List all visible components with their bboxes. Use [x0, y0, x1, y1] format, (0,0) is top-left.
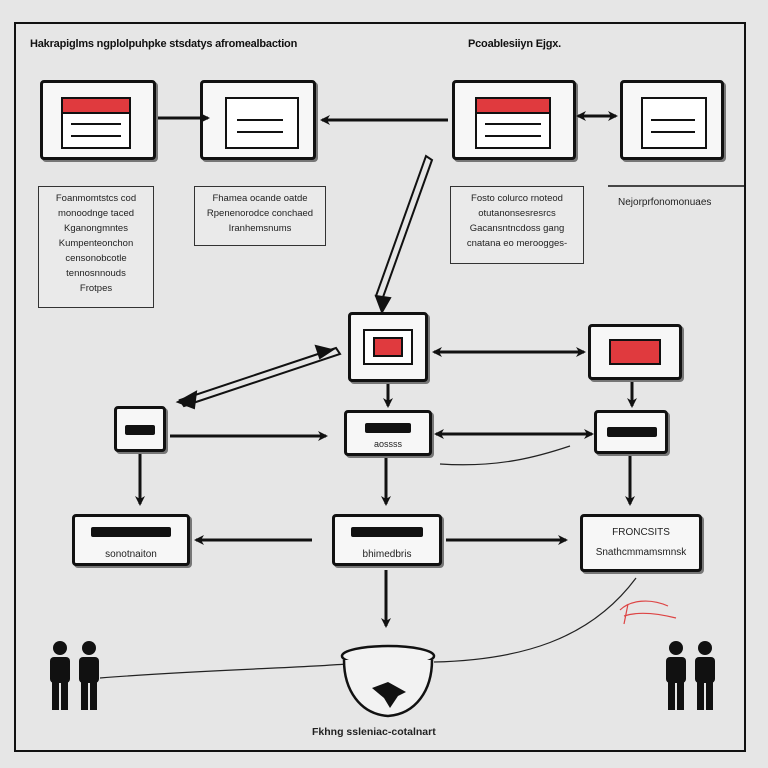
wire-bowl-box — [433, 577, 637, 663]
node-left-small — [114, 406, 166, 452]
node-bottom-left-label: sonotnaiton — [105, 549, 157, 560]
node-bottom-right-line1: FRONCSITS — [612, 527, 670, 538]
header-right-title: Pcoablesiiyn Ejgx. — [468, 38, 561, 50]
node-right-mid — [594, 410, 668, 454]
wire-center-right — [439, 445, 571, 466]
node-right-red — [588, 324, 682, 380]
node-bottom-right: FRONCSITS Snathcmmamsmnsk — [580, 514, 702, 572]
arrow-diagonal-down — [374, 154, 434, 302]
node-top-1 — [40, 80, 156, 160]
diagram-frame — [14, 22, 746, 752]
node-top-2 — [200, 80, 316, 160]
node-bottom-center-label: bhimedbris — [362, 549, 412, 560]
person-pair-icon-left — [50, 641, 99, 710]
node-center-mid-label: aossss — [373, 439, 402, 449]
node-bottom-left: sonotnaiton — [72, 514, 190, 566]
node-top-1-screen — [61, 97, 131, 149]
wire-people-bowl — [99, 663, 347, 679]
hand-icon — [619, 600, 677, 625]
node-hub-screen — [363, 329, 413, 365]
node-top-4 — [620, 80, 724, 160]
node-top-2-screen — [225, 97, 299, 149]
bird-icon — [372, 682, 406, 708]
arrow-diagonal-left — [178, 346, 342, 408]
node-top-3-screen — [475, 97, 551, 149]
bowl-icon — [340, 644, 436, 718]
node-bottom-center: bhimedbris — [332, 514, 442, 566]
node-bottom-right-line2: Snathcmmamsmnsk — [595, 547, 687, 558]
node-top-4-screen — [641, 97, 707, 149]
node-center-mid: aossss — [344, 410, 432, 456]
person-pair-icon-right — [666, 641, 715, 710]
header-left-title: Hakrapiglms ngplolpuhpke stsdatys afrome… — [30, 38, 298, 50]
footer-caption: Fkhng ssleniac-cotalnart — [312, 726, 436, 738]
node-top-3 — [452, 80, 576, 160]
note-4: Nejorprfonomonuaes — [618, 197, 712, 208]
node-hub — [348, 312, 428, 382]
